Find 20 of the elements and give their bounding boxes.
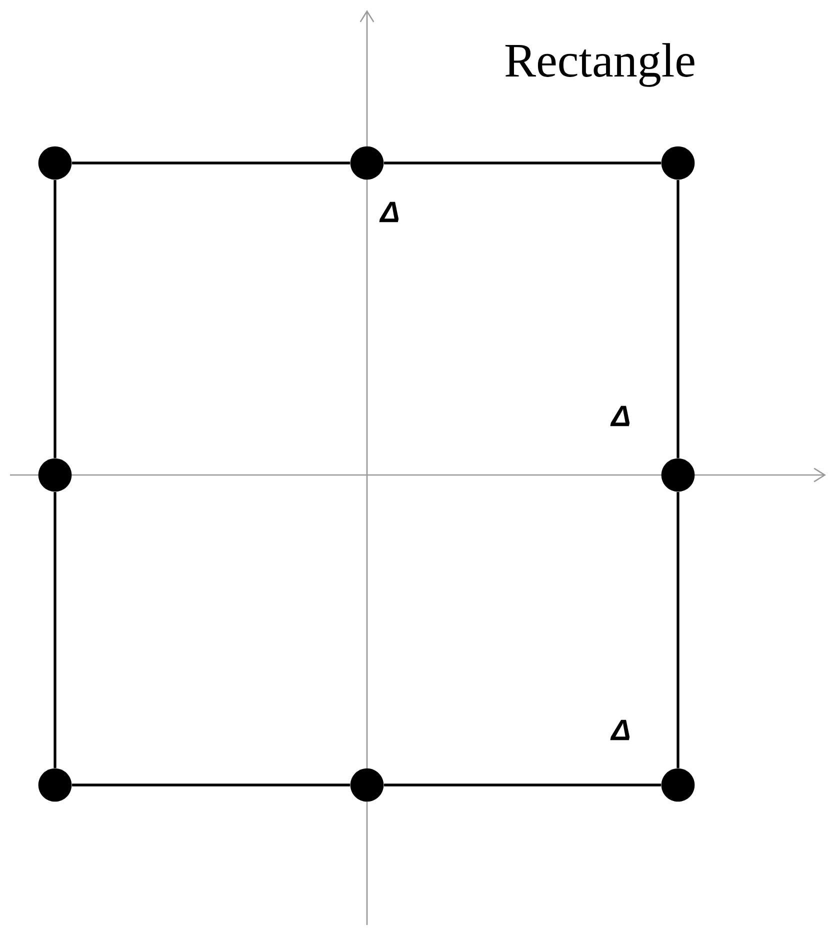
dot bbox=[38, 458, 72, 492]
line bbox=[676, 492, 680, 768]
dot bbox=[661, 768, 695, 802]
title: Rectangle bbox=[505, 43, 694, 87]
line bbox=[384, 162, 662, 164]
dot bbox=[38, 146, 72, 180]
dot bbox=[350, 146, 384, 180]
dot bbox=[661, 458, 695, 492]
dot bbox=[661, 146, 695, 180]
line bbox=[72, 784, 350, 786]
delta-label: Δ bbox=[610, 406, 630, 426]
line bbox=[72, 162, 350, 164]
dot bbox=[350, 768, 384, 802]
dot bbox=[38, 768, 72, 802]
delta-label: Δ bbox=[610, 720, 630, 740]
line bbox=[54, 492, 56, 768]
delta-label: Δ bbox=[379, 202, 399, 222]
line bbox=[54, 180, 56, 458]
line bbox=[384, 784, 662, 786]
line bbox=[676, 180, 680, 458]
